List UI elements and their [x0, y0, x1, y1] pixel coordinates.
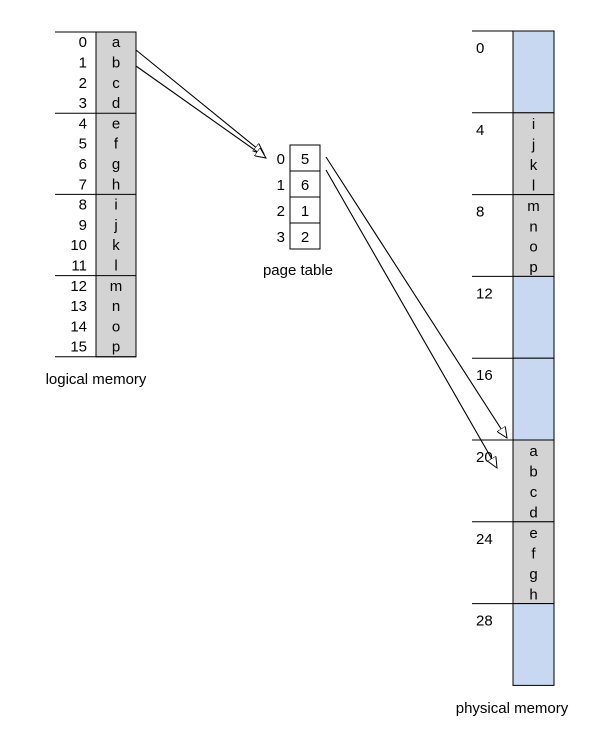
mapping-arrows [135, 49, 507, 468]
logical-address: 10 [70, 237, 87, 254]
page-table-entry [289, 222, 321, 250]
physical-frame [512, 521, 555, 605]
frame-number: 5 [301, 151, 309, 168]
physical-frame [512, 30, 555, 114]
page-number: 0 [277, 151, 285, 168]
frame-number: 6 [301, 177, 309, 194]
physical-address: 16 [476, 367, 493, 384]
page-number: 1 [277, 177, 285, 194]
logical-memory-caption: logical memory [46, 371, 147, 388]
physical-byte: d [529, 505, 537, 522]
logical-byte: b [112, 54, 120, 71]
frame-number: 1 [301, 203, 309, 220]
logical-address: 4 [79, 115, 87, 132]
mapping-arrow [135, 65, 266, 158]
logical-byte: g [112, 156, 120, 173]
logical-address: 7 [79, 176, 87, 193]
logical-byte: i [114, 197, 117, 214]
physical-frame [512, 603, 555, 686]
logical-byte: k [112, 237, 120, 254]
physical-address: 24 [476, 531, 493, 548]
logical-byte: m [110, 278, 123, 295]
physical-byte: h [529, 586, 537, 603]
page-table-entry [289, 196, 321, 224]
logical-address: 1 [79, 54, 87, 71]
mapping-arrow [135, 49, 264, 154]
physical-byte: j [531, 136, 535, 153]
physical-address: 28 [476, 613, 493, 630]
logical-address: 11 [71, 257, 87, 274]
physical-byte: b [529, 464, 537, 481]
physical-byte: l [532, 177, 535, 194]
physical-byte: i [532, 116, 535, 133]
logical-address: 2 [79, 75, 87, 92]
physical-byte: m [527, 198, 540, 215]
logical-address: 14 [70, 318, 87, 335]
logical-byte: o [112, 318, 120, 335]
physical-byte: g [529, 566, 537, 583]
logical-address: 13 [70, 298, 87, 315]
physical-byte: k [530, 157, 538, 174]
logical-address: 12 [70, 278, 87, 295]
physical-byte: o [529, 239, 537, 256]
logical-address: 9 [79, 217, 87, 234]
physical-address: 4 [476, 122, 484, 139]
physical-byte: p [529, 259, 537, 276]
physical-address: 20 [476, 449, 493, 466]
physical-frame [512, 194, 555, 277]
logical-byte: n [112, 298, 120, 315]
logical-byte: c [112, 75, 120, 92]
physical-byte: n [529, 218, 537, 235]
logical-address: 8 [79, 197, 87, 214]
physical-byte: a [529, 443, 538, 460]
logical-byte: p [112, 339, 120, 356]
logical-byte: e [112, 115, 120, 132]
physical-byte: c [530, 484, 538, 501]
logical-byte: a [112, 34, 121, 51]
physical-memory-caption: physical memory [456, 700, 569, 717]
frame-number: 2 [301, 229, 309, 246]
physical-address: 0 [476, 40, 484, 57]
mapping-arrow [325, 169, 497, 468]
page-number: 2 [277, 203, 285, 220]
page-table-caption: page table [263, 262, 333, 279]
logical-address: 15 [70, 339, 87, 356]
mapping-arrow [325, 156, 507, 438]
logical-byte: h [112, 176, 120, 193]
page-number: 3 [277, 229, 285, 246]
logical-address: 5 [79, 136, 87, 153]
logical-memory: 0 a 1 b 2 c 3 d 4 e 5 f 6 g 7 h 8 i 9 j 10 k 11 l 12 m 13 n 14 o 15 p [55, 31, 137, 358]
logical-address: 0 [79, 34, 87, 51]
physical-byte: e [529, 525, 537, 542]
logical-byte: d [112, 95, 120, 112]
physical-frame [512, 275, 555, 359]
physical-byte: f [531, 545, 536, 562]
logical-address: 3 [79, 95, 87, 112]
logical-address: 6 [79, 156, 87, 173]
logical-byte: f [114, 136, 119, 153]
physical-frame [512, 112, 555, 196]
logical-byte: l [114, 257, 117, 274]
logical-byte: j [113, 217, 117, 234]
physical-frame [512, 357, 555, 441]
physical-address: 12 [476, 285, 493, 302]
physical-address: 8 [476, 204, 484, 221]
